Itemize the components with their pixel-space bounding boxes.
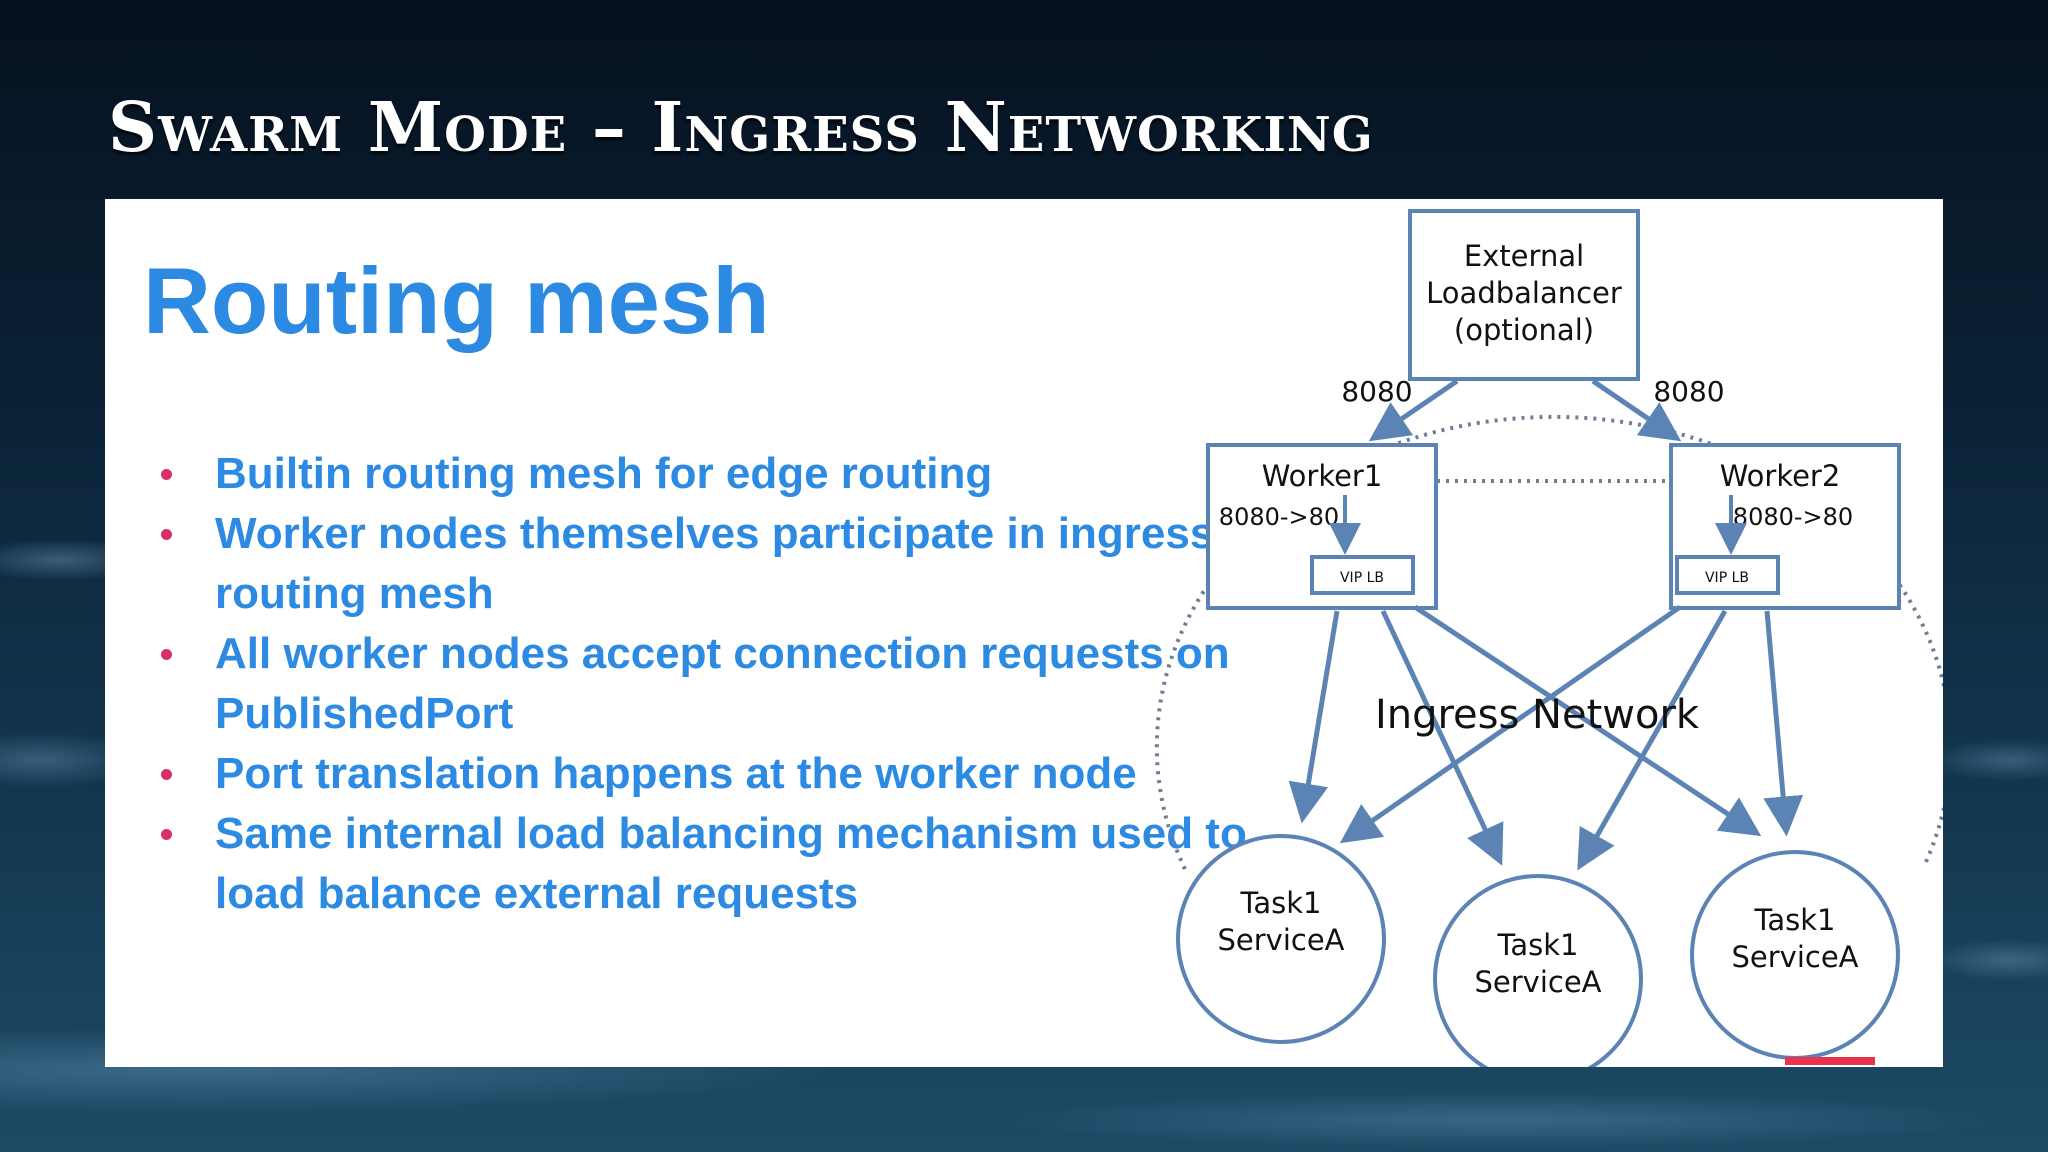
bullet-list: Builtin routing mesh for edge routing Wo… <box>161 444 1255 924</box>
arrow-w2-task1 <box>1339 604 1682 844</box>
worker1-vip-lb: VIP LB <box>1340 570 1384 586</box>
arrow-w2-task3 <box>1763 610 1804 837</box>
arrow-w1-task1 <box>1288 610 1340 824</box>
external-lb-label-3: (optional) <box>1454 313 1594 347</box>
worker2-name: Worker2 <box>1720 459 1841 493</box>
worker2-node: Worker2 8080->80 VIP LB <box>1669 443 1901 610</box>
task3-line1: Task1 <box>1753 903 1835 937</box>
task-node-1: Task1 ServiceA <box>1176 834 1386 1044</box>
external-loadbalancer-node: External Loadbalancer (optional) <box>1408 209 1640 381</box>
task-node-2: Task1 ServiceA <box>1433 874 1643 1067</box>
arrow-lb-to-worker1 <box>1368 378 1459 442</box>
external-lb-label-1: External <box>1464 239 1584 273</box>
worker2-vip-lb: VIP LB <box>1705 570 1749 586</box>
task1-line2: ServiceA <box>1217 923 1344 957</box>
bullet-item: Builtin routing mesh for edge routing <box>161 444 1255 504</box>
slide-heading: Routing mesh <box>143 248 770 353</box>
worker1-node: Worker1 8080->80 VIP LB <box>1206 443 1438 610</box>
progress-accent-bar <box>1785 1057 1875 1065</box>
routing-mesh-diagram: External Loadbalancer (optional) 8080 80… <box>1154 209 1943 1067</box>
worker2-port-mapping: 8080->80 <box>1733 503 1853 531</box>
slide-panel: Routing mesh Builtin routing mesh for ed… <box>105 199 1943 1067</box>
arrow-w1-task3 <box>1413 604 1762 837</box>
worker1-port-mapping: 8080->80 <box>1219 503 1339 531</box>
bullet-item: Worker nodes themselves participate in i… <box>161 504 1255 624</box>
worker1-name: Worker1 <box>1262 459 1383 493</box>
task-node-3: Task1 ServiceA <box>1690 850 1900 1060</box>
bullet-item: Port translation happens at the worker n… <box>161 744 1255 804</box>
task3-line2: ServiceA <box>1731 940 1858 974</box>
task1-line1: Task1 <box>1239 886 1321 920</box>
port-label-right: 8080 <box>1653 375 1724 408</box>
slide-title: Swarm Mode – Ingress Networking <box>108 88 1374 168</box>
arrow-lb-to-worker2 <box>1591 378 1682 442</box>
arrow-w1-task2 <box>1380 609 1504 866</box>
bullet-item: All worker nodes accept connection reque… <box>161 624 1255 744</box>
port-label-left: 8080 <box>1341 375 1412 408</box>
ingress-network-boundary <box>1154 414 1943 870</box>
external-lb-label-2: Loadbalancer <box>1426 276 1622 310</box>
task2-line2: ServiceA <box>1474 965 1601 999</box>
bullet-item: Same internal load balancing mechanism u… <box>161 804 1255 924</box>
ingress-network-label: Ingress Network <box>1375 692 1700 738</box>
task2-line1: Task1 <box>1496 928 1578 962</box>
arrow-w2-task2 <box>1577 609 1728 871</box>
